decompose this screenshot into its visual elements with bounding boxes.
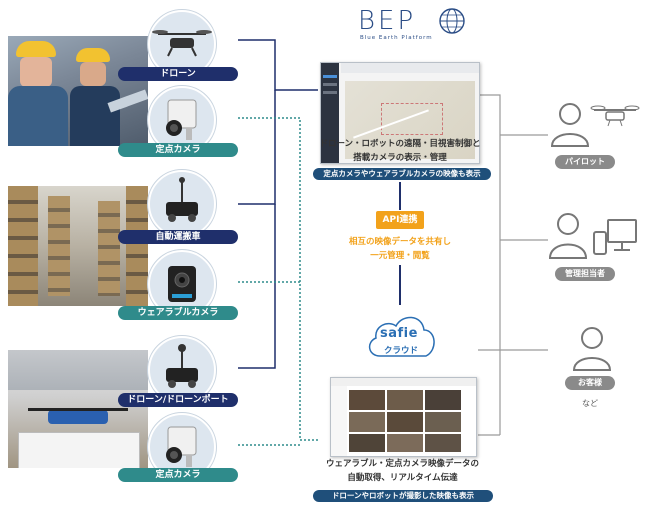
safie-cloud: safie クラウド <box>362 306 440 364</box>
label-wearable: ウェアラブルカメラ <box>118 306 238 320</box>
line-drone-port <box>238 204 276 369</box>
bep-tagline: Blue Earth Platform <box>360 35 433 41</box>
line-agv <box>238 90 276 205</box>
api-desc-line1: 相互の映像データを共有し <box>348 237 451 247</box>
agv-circle <box>148 170 216 238</box>
photo-drone-port <box>8 350 148 468</box>
label-fixed-camera-bottom: 定点カメラ <box>118 468 238 482</box>
bep-logo-text: BEP <box>358 6 417 36</box>
admin-icon <box>548 213 637 259</box>
line-users <box>478 94 501 351</box>
safie-cloud-label: クラウド <box>383 346 418 356</box>
safie-app-screenshot <box>330 377 477 457</box>
api-desc-line2: 一元管理・閲覧 <box>370 251 430 261</box>
drone-circle <box>148 10 216 78</box>
label-drone-port: ドローン/ドローンポート <box>118 393 238 407</box>
photo-workers <box>8 36 148 146</box>
bep-desc-line2: 搭載カメラの表示・管理 <box>353 153 447 163</box>
safie-band: ドローンやロボットが撮影した映像も表示 <box>313 490 493 502</box>
label-pilot: パイロット <box>555 155 615 169</box>
customer-icon <box>572 327 612 371</box>
line-fixed-cam-top <box>238 117 318 441</box>
fixed-camera-circle-top <box>148 86 216 154</box>
label-agv: 自動運搬車 <box>118 230 238 244</box>
safie-logo: safie <box>380 326 418 341</box>
label-etc: など <box>582 399 598 408</box>
admin-figure <box>548 212 638 262</box>
globe-icon <box>439 8 465 34</box>
photo-warehouse <box>8 186 148 306</box>
drone-icon <box>152 30 212 57</box>
bep-desc-line1: ドローン・ロボットの遠隔・目視害制御と <box>319 139 481 149</box>
label-fixed-camera-top: 定点カメラ <box>118 143 238 157</box>
drone-outline-icon <box>590 105 640 127</box>
safie-desc-line1: ウェアラブル・定点カメラ映像データの <box>325 459 479 469</box>
agv-robot-icon <box>166 177 198 222</box>
bep-logo: BEP Blue Earth Platform <box>358 6 468 46</box>
label-admin: 管理担当者 <box>555 267 615 281</box>
bep-band: 定点カメラやウェアラブルカメラの映像も表示 <box>313 168 491 180</box>
label-drone: ドローン <box>118 67 238 81</box>
drone-port-robot-icon <box>166 344 198 388</box>
pilot-icon <box>550 103 590 147</box>
api-badge: API連携 <box>376 211 424 229</box>
customer-figure <box>570 324 620 374</box>
fixed-camera-icon <box>166 99 197 140</box>
cloud-icon <box>368 316 435 357</box>
label-customer: お客様 <box>565 376 615 390</box>
bep-app-screenshot <box>320 62 480 164</box>
safie-desc-line2: 自動取得、リアルタイム伝達 <box>347 473 458 483</box>
fixed-camera-icon <box>166 426 197 467</box>
wearable-camera-icon <box>168 266 196 302</box>
line-drone <box>238 39 318 91</box>
pilot-figure <box>548 100 640 150</box>
